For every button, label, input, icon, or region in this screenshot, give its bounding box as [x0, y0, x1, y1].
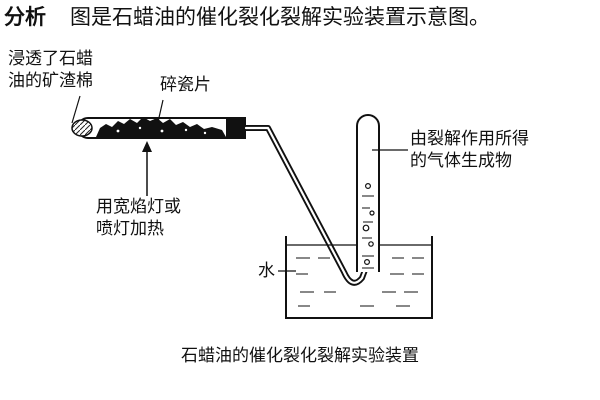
- tube-water-dashes: [362, 195, 374, 269]
- label-products-line-2: 的气体生成物: [410, 151, 512, 171]
- tube-stopper: [226, 118, 246, 138]
- collection-tube: [356, 114, 380, 272]
- ceramic-chip-highlights: [116, 126, 207, 135]
- label-products: 由裂解作用所得 的气体生成物: [410, 128, 529, 172]
- gas-bubbles: [362, 183, 375, 266]
- label-soaked-cotton: 浸透了石蜡 油的矿渣棉: [8, 48, 93, 92]
- delivery-tube-inner: [244, 126, 370, 284]
- ceramic-chips: [96, 117, 226, 137]
- figure-caption: 石蜡油的催化裂化裂解实验装置: [181, 346, 419, 366]
- label-heating-line-1: 用宽焰灯或: [96, 197, 181, 217]
- analysis-tag: 分析: [4, 5, 46, 29]
- heating-arrow: [142, 141, 152, 196]
- label-heating: 用宽焰灯或 喷灯加热: [96, 196, 181, 240]
- leader-lines: [71, 95, 408, 272]
- label-soaked-cotton-line-1: 浸透了石蜡: [8, 49, 93, 69]
- label-heating-line-2: 喷灯加热: [96, 219, 164, 239]
- label-ceramic-chips: 碎瓷片: [160, 75, 211, 95]
- label-products-line-1: 由裂解作用所得: [410, 129, 529, 149]
- heading-text: 图是石蜡油的催化裂化裂解实验装置示意图。: [70, 5, 490, 29]
- label-water: 水: [258, 261, 275, 281]
- mineral-wool: [71, 119, 93, 137]
- label-soaked-cotton-line-2: 油的矿渣棉: [8, 71, 93, 91]
- water-dashes: [296, 257, 424, 307]
- heading: 分析图是石蜡油的催化裂化裂解实验装置示意图。: [4, 2, 490, 32]
